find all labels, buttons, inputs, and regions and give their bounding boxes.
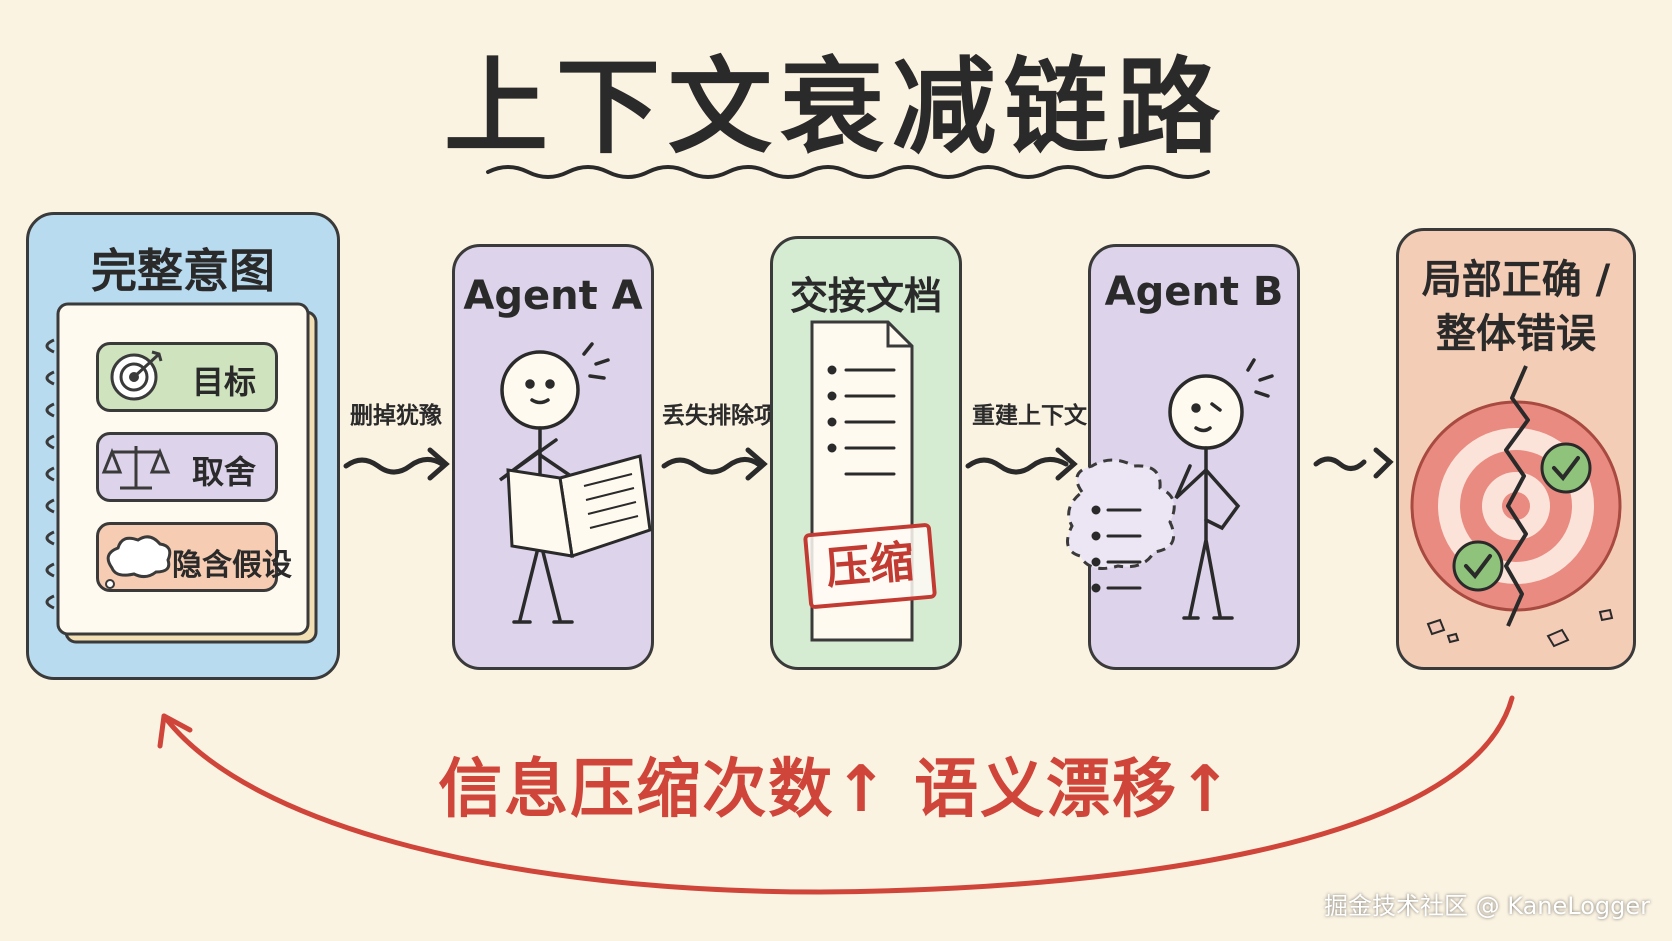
result-title-line2: 整体错误 <box>1436 311 1596 357</box>
edge-label-remove-hesitation: 删掉犹豫 <box>350 403 442 429</box>
agent-b-title: Agent B <box>1104 269 1284 315</box>
edge-label-lose-exclusions: 丢失排除项 <box>662 403 777 429</box>
intent-panel-title: 完整意图 <box>91 244 275 298</box>
assumption-label: 隐含假设 <box>172 548 292 583</box>
result-title-line1: 局部正确 / <box>1421 257 1611 303</box>
goal-label: 目标 <box>192 363 257 401</box>
feedback-caption: 信息压缩次数↑ 语义漂移↑ <box>438 753 1234 827</box>
watermark: 掘金技术社区 @ KaneLogger <box>1324 892 1650 920</box>
tradeoff-chip <box>96 432 278 502</box>
diagram-title: 上下文衰减链路 <box>443 46 1228 168</box>
handoff-title: 交接文档 <box>789 274 942 318</box>
agent-a-title: Agent A <box>463 273 643 319</box>
edge-label-rebuild-context: 重建上下文 <box>972 403 1087 429</box>
tradeoff-label: 取舍 <box>192 453 257 491</box>
